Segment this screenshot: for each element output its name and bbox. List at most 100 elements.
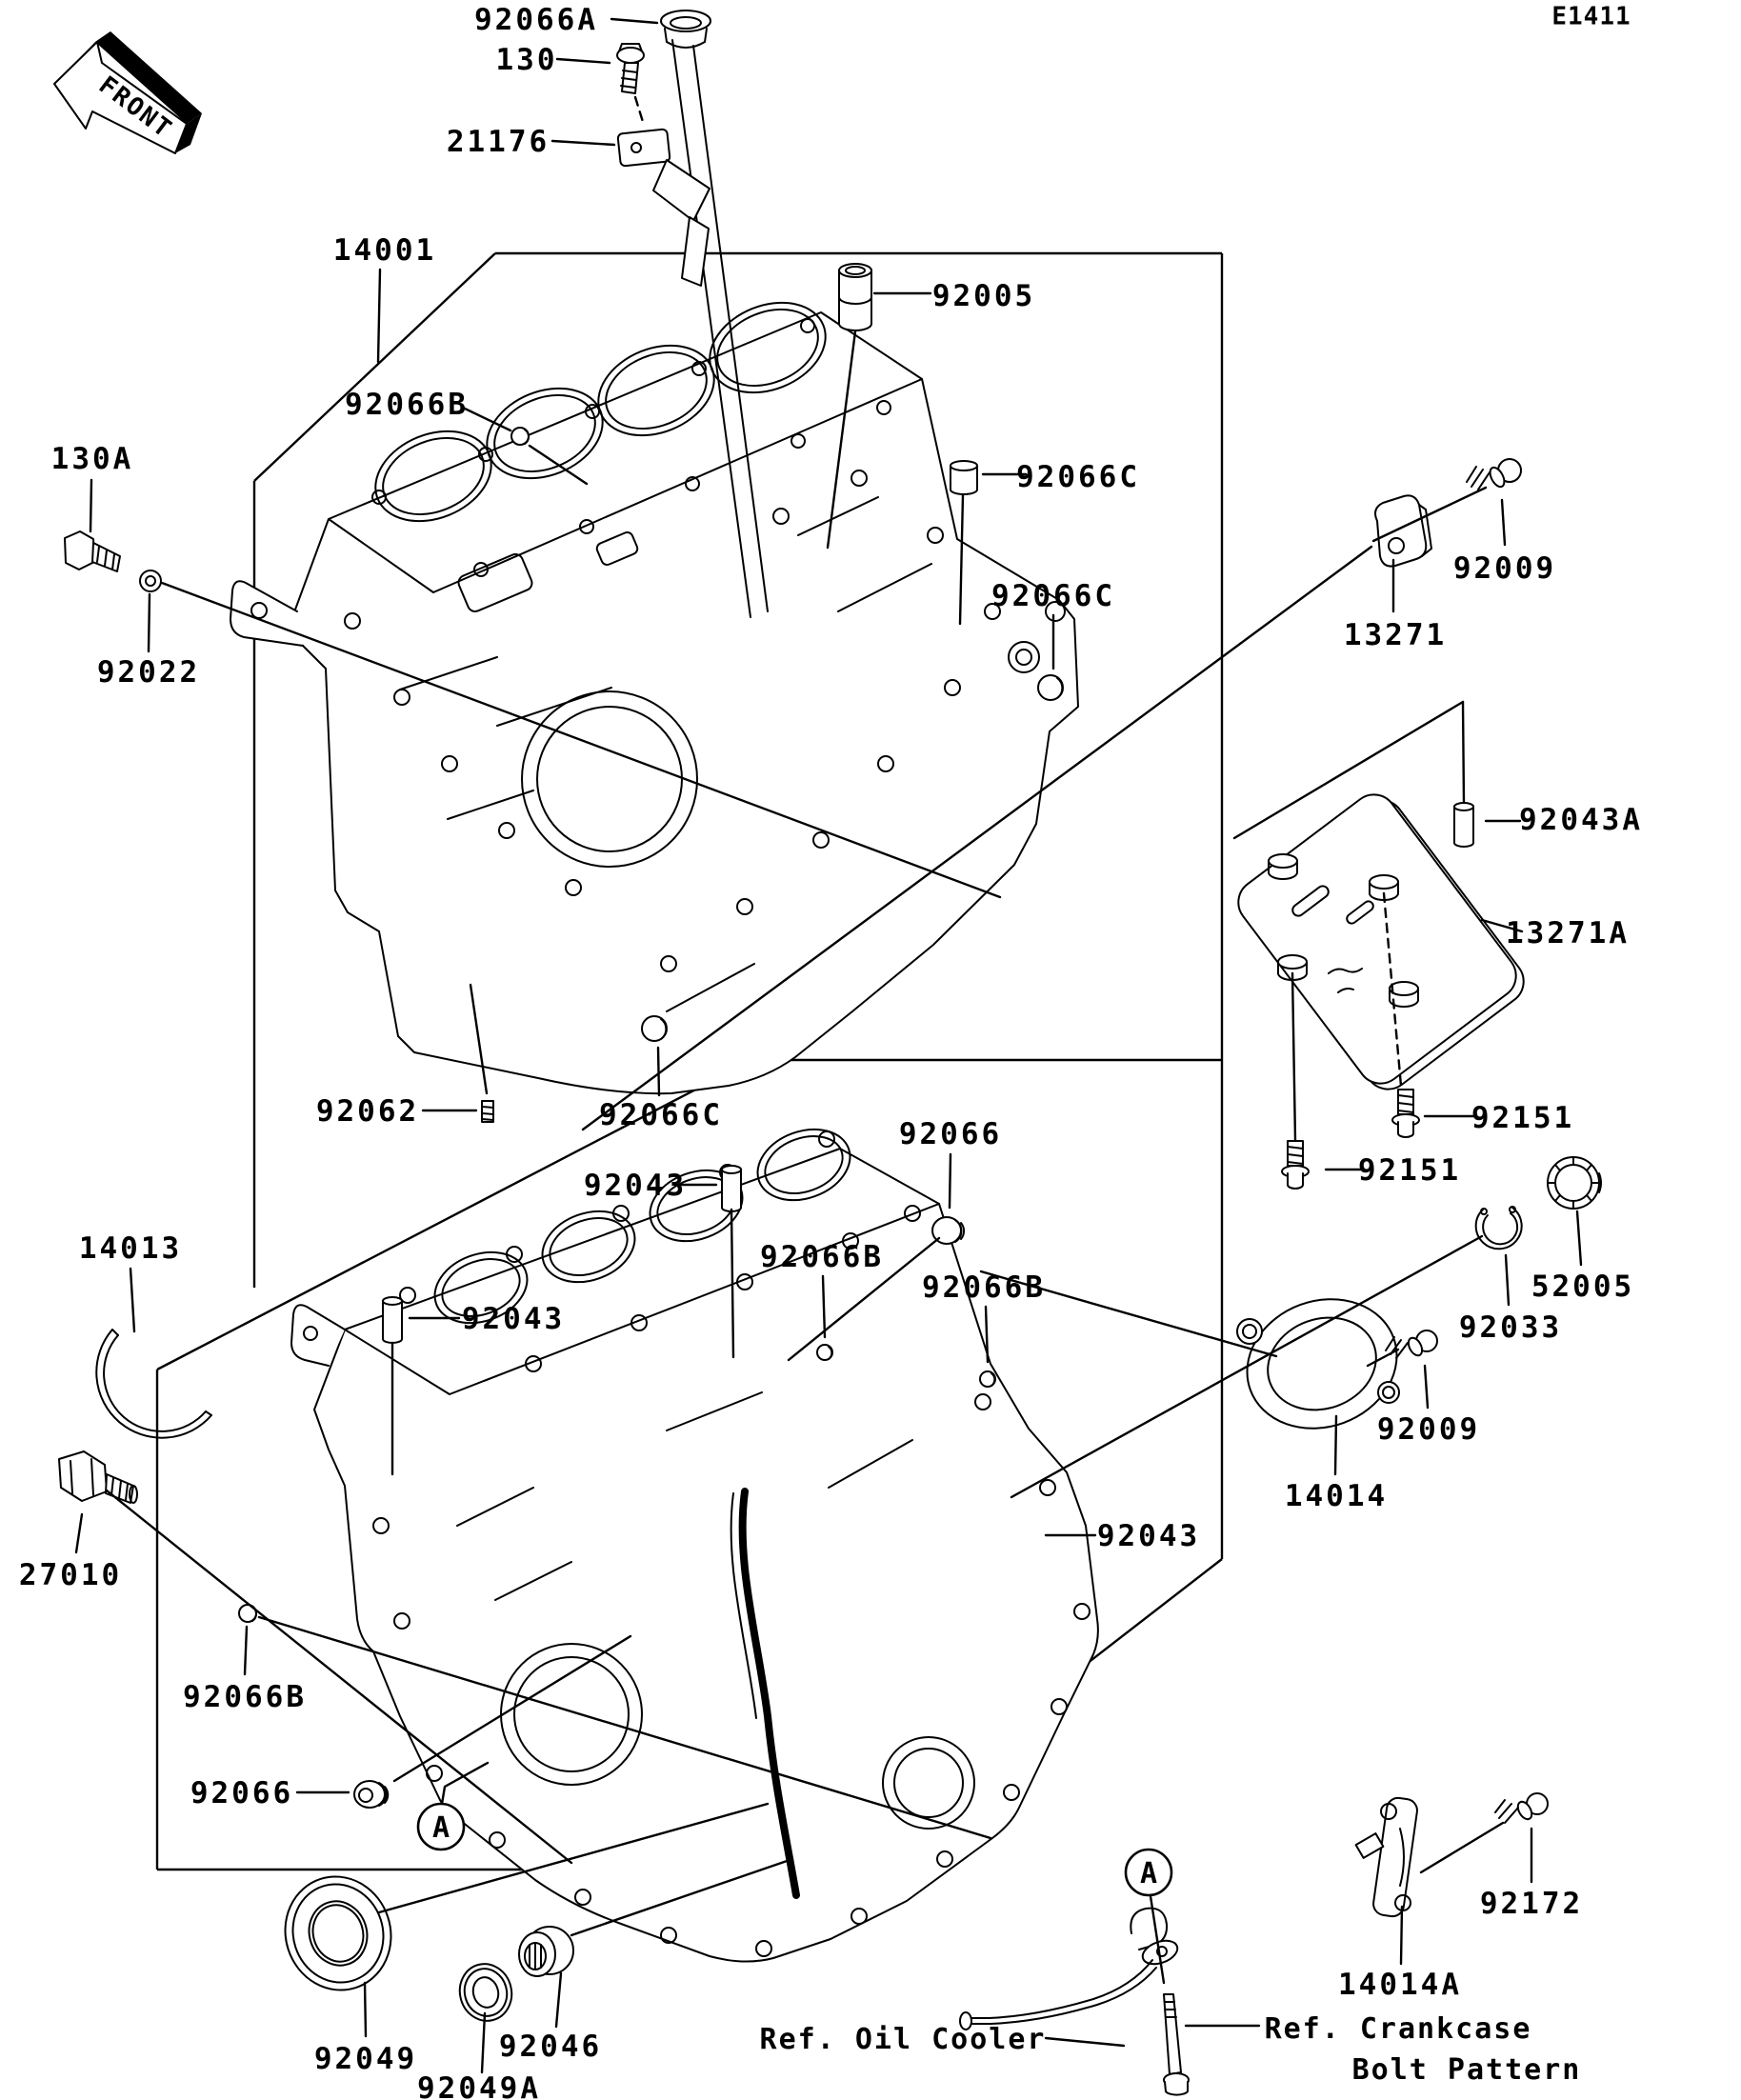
part-92033-snap-ring [1474,1206,1523,1250]
leader-line [1461,700,1466,805]
leader-line [1366,1348,1400,1368]
callout-92151-2: 92151 [1358,1153,1461,1188]
callout-14014: 14014 [1285,1479,1388,1513]
callout-92043-right: 92043 [1097,1519,1200,1553]
callout-92066-1: 92066 [899,1117,1002,1151]
leader-line [160,581,1002,899]
leader-line [480,2011,487,2074]
leader-line [1504,1253,1511,1307]
part-13271a-plate [1237,793,1525,1090]
callout-92009-2: 92009 [1377,1412,1480,1447]
leader-line [363,1981,368,2038]
callout-92005: 92005 [932,279,1035,313]
callout-92049a: 92049A [417,2071,541,2100]
leader-line [1575,1210,1583,1267]
leader-line [257,1615,992,1840]
leader-line [469,983,489,1095]
leader-line [243,1625,249,1676]
leader-line [730,1208,735,1359]
callout-14014a: 14014A [1338,1968,1462,2002]
part-92066-plug-2 [353,1780,390,1809]
part-14014a-bracket [1354,1796,1418,1918]
leader-line [554,1971,563,2029]
leader-line [1044,2036,1126,2048]
part-92049-oil-seal [284,1875,392,1991]
callout-14013: 14013 [79,1231,182,1266]
leader-line [984,1305,990,1364]
callout-92172: 92172 [1480,1887,1583,1921]
callout-130: 130 [496,43,558,77]
callout-130a: 130A [51,442,134,476]
leader-line [1382,891,1403,1088]
callout-ref-oil-cooler: Ref. Oil Cooler [760,2023,1047,2056]
svg-text:A: A [1140,1857,1157,1890]
callout-92066b-4: 92066B [183,1680,307,1714]
callout-ref-bolt-pattern: Bolt Pattern [1352,2053,1582,2087]
section-marker-a-2: A [1124,1848,1173,1897]
callout-92009-1: 92009 [1453,551,1556,586]
callout-92043-top: 92043 [584,1169,687,1203]
upper-crankcase-drawing [230,39,1079,1095]
leader-line [129,1267,136,1333]
part-92009-screw-1 [1466,458,1522,490]
callout-92066c-1: 92066C [1016,460,1140,494]
callout-layer: 92066A13021176140019200592066B92066C9206… [19,3,1640,2100]
leader-line [656,1046,661,1097]
leader-line [392,1634,632,1783]
callout-13271: 13271 [1344,618,1447,652]
leader-line [528,444,589,486]
part-14013-half-ring [95,1329,212,1439]
part-130a-bolt [64,530,121,572]
callout-92066b-3: 92066B [922,1270,1046,1305]
part-52005-cap [1547,1156,1602,1210]
part-92151-bolt-2 [1281,1140,1310,1190]
callout-92151-1: 92151 [1471,1101,1574,1135]
leader-line [105,1489,573,1865]
part-92066b-plug-2 [816,1344,833,1361]
part-92005-collar [838,263,872,331]
part-92066c-plug-3 [641,1015,668,1042]
part-92043-dowel-left [382,1296,403,1344]
leader-line [1232,700,1465,840]
callout-92066b-2: 92066B [760,1240,884,1274]
leader-line [581,545,1373,1131]
callout-27010: 27010 [19,1558,122,1592]
part-21176-sensor [616,128,710,287]
leader-line [1399,1905,1404,1966]
callout-ref-crankcase: Ref. Crankcase [1265,2012,1532,2046]
lower-crankcase-drawing [290,1128,1099,1963]
leader-line [550,139,616,147]
leader-line [1010,1234,1484,1499]
part-92066b-plug-3 [979,1370,996,1388]
leader-line [555,57,611,65]
callout-92049: 92049 [314,2042,417,2076]
part-92066c-plug-2 [1037,674,1064,701]
part-92062-set-screw [481,1100,494,1123]
part-92066b-plug-1 [510,427,530,446]
leader-line [377,1802,770,1914]
callout-92066b-1: 92066B [345,388,469,422]
leader-line [89,478,93,533]
callout-92066c-3: 92066C [599,1098,723,1132]
leader-line [570,1857,794,1937]
part-130-bolt [616,43,645,94]
leader-line [376,268,382,364]
part-92043a-dowel [1453,802,1474,848]
leader-line [1149,1894,1166,1985]
page-code: E1411 [1551,2,1631,30]
leader-line [1423,1364,1430,1410]
callout-92066-2: 92066 [190,1776,293,1810]
callout-14001: 14001 [333,233,436,268]
part-92066c-plug-1 [950,460,978,495]
leader-line [787,1236,941,1362]
part-92046-bearing [518,1926,574,1977]
leader-line [1291,971,1297,1143]
leader-line [1333,1414,1338,1476]
callout-92066a: 92066A [474,3,598,37]
callout-92033: 92033 [1459,1310,1562,1345]
callout-92066c-2: 92066C [991,579,1115,613]
part-13271-clip [1374,494,1432,568]
leader-line [1500,498,1507,547]
callout-92022: 92022 [97,655,200,690]
leader-line [74,1512,84,1554]
